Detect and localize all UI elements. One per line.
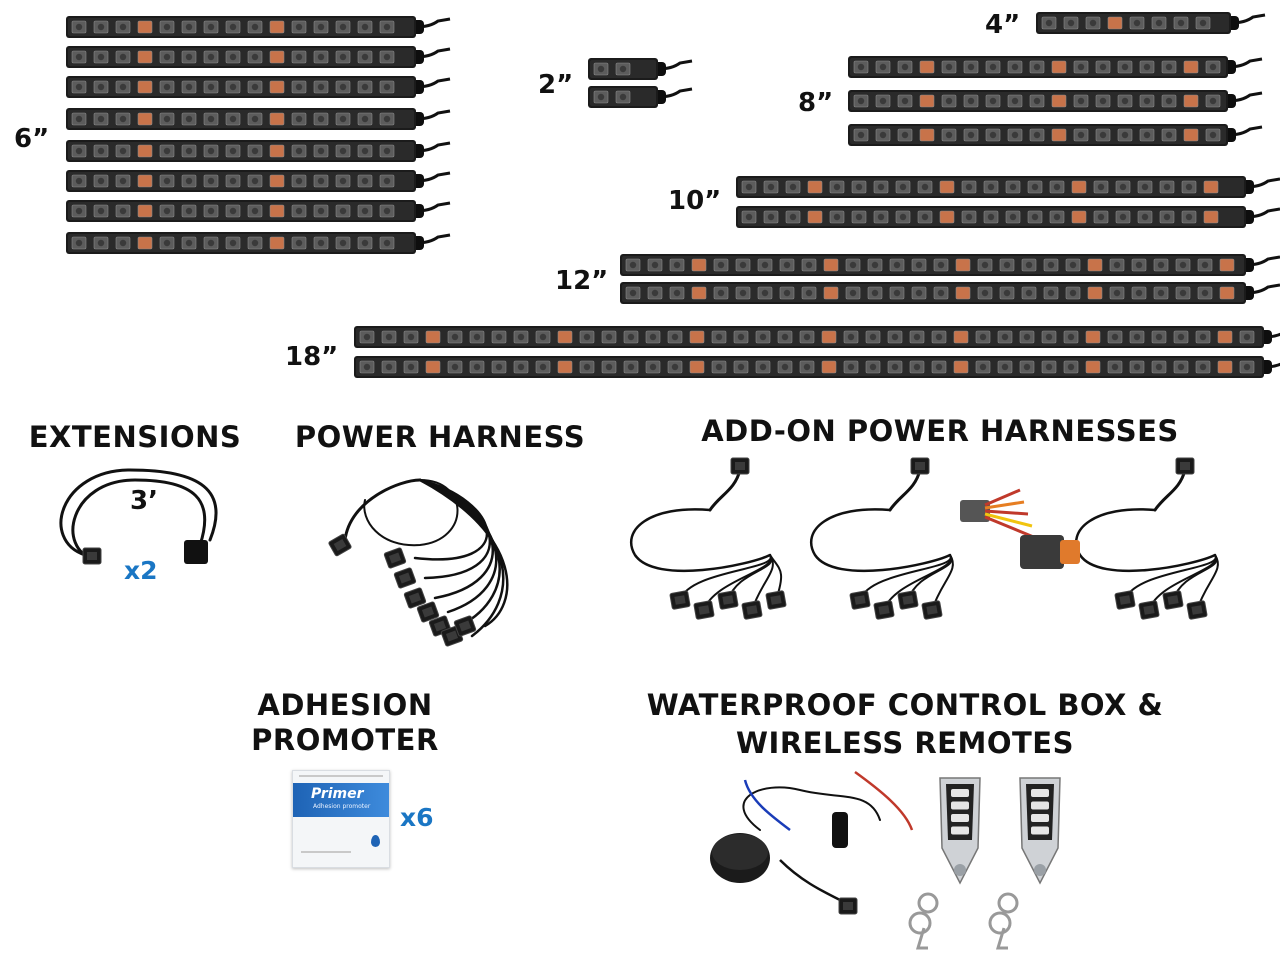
- connector-plug: [849, 590, 871, 610]
- connector-plug: [897, 590, 919, 610]
- led-strip: [66, 46, 451, 68]
- led-strip: [66, 232, 451, 254]
- primer-packet: Primer Adhesion promoter: [292, 770, 390, 868]
- wireless-remote: [908, 777, 981, 950]
- size-label-6in: 6”: [14, 124, 50, 154]
- led-strip: [588, 86, 693, 108]
- led-strip: [620, 282, 1280, 304]
- led-strip: [848, 56, 1263, 78]
- connector-plug: [393, 567, 417, 589]
- connector-plug: [453, 615, 477, 637]
- connector-plug: [910, 457, 930, 475]
- power-harness: [328, 478, 509, 647]
- connector-plug: [403, 587, 427, 609]
- size-label-12in: 12”: [555, 266, 609, 296]
- addon-power-harness: [809, 457, 954, 620]
- connector-plug: [669, 590, 691, 610]
- addon-harnesses-heading: ADD-ON POWER HARNESSES: [701, 414, 1179, 448]
- control-box-heading-line2: WIRELESS REMOTES: [736, 726, 1074, 760]
- connector-plug: [717, 590, 739, 610]
- connector-plug: [82, 547, 102, 565]
- connector-plug: [730, 457, 750, 475]
- size-label-2in: 2”: [538, 70, 574, 100]
- led-strip: [736, 206, 1280, 228]
- connector-plug: [1162, 590, 1184, 610]
- addon-power-harness: [1074, 457, 1219, 620]
- led-strip: [66, 16, 451, 38]
- led-strip: [736, 176, 1280, 198]
- size-label-4in: 4”: [985, 10, 1021, 40]
- connector-plug: [765, 590, 787, 610]
- led-strip: [848, 90, 1263, 112]
- led-strip: [66, 76, 451, 98]
- wireless-remote: [988, 777, 1061, 950]
- deutsch-connector-pigtail: [960, 488, 1080, 569]
- extensions-qty: x2: [124, 556, 158, 585]
- connector-plug: [921, 600, 943, 620]
- led-strip: [66, 140, 451, 162]
- size-label-10in: 10”: [668, 186, 722, 216]
- addon-power-harness: [629, 457, 787, 620]
- extension-cable: [59, 468, 218, 565]
- extensions-heading: EXTENSIONS: [28, 420, 242, 454]
- connector-plug: [693, 600, 715, 620]
- adhesion-qty: x6: [400, 803, 434, 832]
- connector-plug: [838, 897, 858, 915]
- connector-plug: [1114, 590, 1136, 610]
- connector-plug: [741, 600, 763, 620]
- connector-plug: [1186, 600, 1208, 620]
- power-harness-heading: POWER HARNESS: [294, 420, 586, 454]
- control-box-heading-line1: WATERPROOF CONTROL BOX &: [646, 688, 1164, 722]
- adhesion-heading-line1: ADHESION: [257, 688, 433, 722]
- adhesion-heading-line2: PROMOTER: [251, 723, 439, 757]
- extension-length-label: 3’: [130, 486, 158, 516]
- size-label-18in: 18”: [285, 342, 339, 372]
- led-strip: [66, 108, 451, 130]
- connector-plug: [328, 533, 352, 557]
- led-strip: [354, 326, 1280, 348]
- led-strip: [588, 58, 693, 80]
- droplet-icon: [371, 835, 380, 847]
- size-label-8in: 8”: [798, 88, 834, 118]
- connector-plug: [383, 547, 407, 569]
- led-strip: [1036, 12, 1266, 34]
- connector-plug: [416, 601, 440, 623]
- connector-plug: [1175, 457, 1195, 475]
- connector-plug: [1138, 600, 1160, 620]
- control-box: [710, 770, 914, 915]
- primer-brand-text: Primer: [311, 786, 364, 802]
- led-strip: [620, 254, 1280, 276]
- led-strip: [66, 170, 451, 192]
- led-strip: [848, 124, 1263, 146]
- led-strip: [354, 356, 1280, 378]
- led-strip: [66, 200, 451, 222]
- primer-sub-text: Adhesion promoter: [313, 803, 371, 810]
- connector-plug: [873, 600, 895, 620]
